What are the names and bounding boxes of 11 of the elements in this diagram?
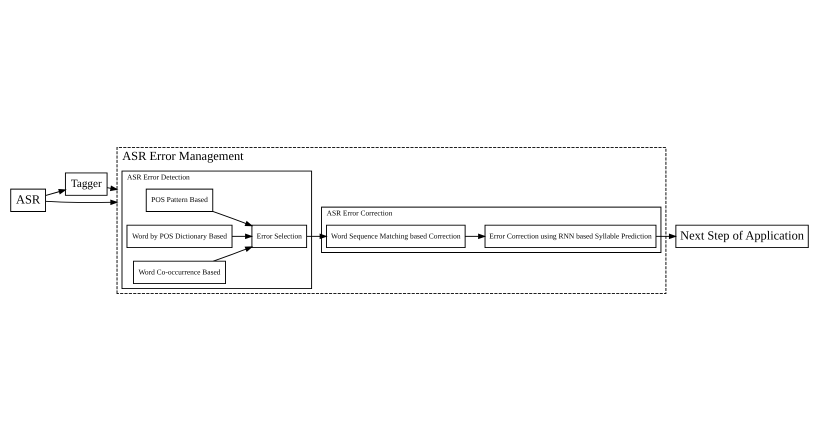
arrow: [656, 233, 678, 239]
node-box: Next Step of Application: [675, 224, 809, 248]
arrow: [464, 233, 486, 239]
node-box: ASR: [10, 188, 46, 212]
arrow: [45, 188, 67, 196]
arrow: [306, 233, 328, 239]
node-box: Tagger: [64, 172, 108, 196]
arrow: [212, 246, 254, 262]
arrow: [45, 199, 118, 205]
arrow: [232, 233, 254, 239]
arrow: [212, 210, 254, 226]
